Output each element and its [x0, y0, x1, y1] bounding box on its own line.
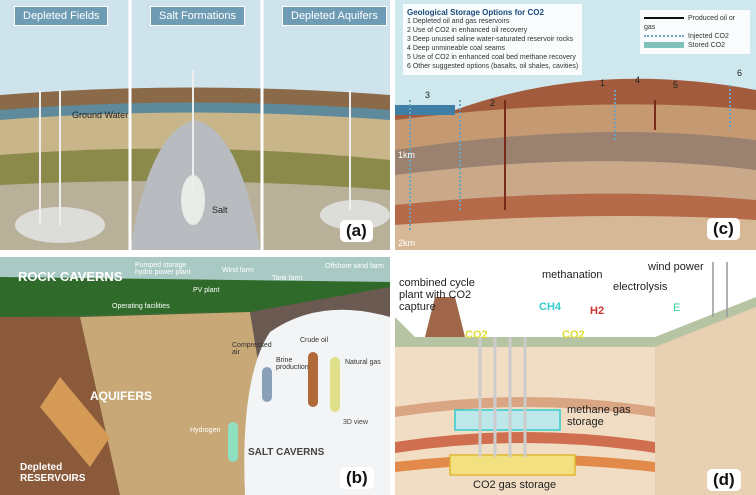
- depth-2km: 2km: [398, 238, 416, 248]
- well-number: 3: [425, 90, 431, 100]
- tab-depleted-aquifers: Depleted Aquifers: [282, 6, 387, 26]
- natural-gas-label: Natural gas: [345, 359, 381, 366]
- electrolysis-label: electrolysis: [613, 281, 668, 293]
- ch4-label: CH4: [539, 301, 562, 313]
- panel-label-a: (a): [340, 220, 373, 242]
- h2-label: H2: [590, 305, 605, 317]
- legend-stored: Stored CO2: [644, 41, 746, 50]
- panel-label-b: (b): [340, 467, 374, 489]
- tab-salt-formations: Salt Formations: [150, 6, 246, 26]
- well-number: 1: [600, 78, 606, 88]
- compressed-air-label: Compressed air: [232, 342, 272, 356]
- pumped-storage-label: Pumped storage hydro power plant: [135, 262, 191, 276]
- panel-label-c: (c): [707, 218, 740, 240]
- co2-storage-label: CO2 gas storage: [473, 479, 557, 491]
- e-label: E: [673, 302, 681, 314]
- offshore-wind-label: Offshore wind farm: [325, 263, 385, 270]
- methane-storage-label: methane gas storage: [567, 404, 631, 428]
- methanation-label: methanation: [542, 269, 603, 281]
- panel-c: Geological Storage Options for CO2 1 Dep…: [395, 0, 756, 250]
- option-item: 5 Use of CO2 in enhanced coal bed methan…: [407, 54, 576, 61]
- pv-plant-label: PV plant: [193, 287, 220, 294]
- tank-farm-label: Tank farm: [272, 275, 303, 282]
- hydrogen-label: Hydrogen: [190, 427, 221, 434]
- panel-d: combined cycle plant with CO2 capture me…: [395, 257, 756, 495]
- well-number: 5: [673, 80, 679, 90]
- wind-power-label: wind power: [648, 261, 704, 273]
- panel-d-illustration: [395, 262, 756, 495]
- delta-e-label: ΔE: [503, 315, 518, 327]
- ground-water-label: Ground Water: [72, 110, 129, 120]
- legend-produced: Produced oil or gas: [644, 15, 736, 31]
- option-item: 1 Depleted oil and gas reservoirs: [407, 18, 510, 25]
- depth-1km: 1km: [398, 150, 416, 160]
- option-item: 3 Deep unused saline water-saturated res…: [407, 36, 574, 43]
- panel-b: ROCK CAVERNS Pumped storage hydro power …: [0, 257, 390, 495]
- co2-label: CO2: [465, 329, 488, 341]
- crude-oil-label: Crude oil: [300, 337, 329, 344]
- combined-cycle-plant-label: combined cycle plant with CO2 capture: [399, 277, 475, 313]
- panel-b-illustration: [0, 257, 390, 495]
- storage-options-list: Geological Storage Options for CO2 1 Dep…: [403, 4, 583, 75]
- co2-label: CO2: [562, 329, 585, 341]
- 3d-view-label: 3D view: [343, 419, 368, 426]
- salt-label: Salt: [212, 205, 228, 215]
- rock-caverns-label: ROCK CAVERNS: [18, 269, 123, 284]
- storage-options-title: Geological Storage Options for CO2: [407, 8, 544, 17]
- legend: Produced oil or gas Injected CO2 Stored …: [640, 10, 750, 54]
- brine-label: Brine production: [276, 357, 309, 371]
- aquifers-label: AQUIFERS: [90, 389, 153, 403]
- panel-label-d: (d): [707, 469, 741, 491]
- tab-depleted-fields: Depleted Fields: [14, 6, 109, 26]
- operating-facilities-label: Operating facilities: [112, 303, 170, 310]
- well-number: 6: [737, 68, 743, 78]
- panel-a: Depleted Fields Salt Formations Depleted…: [0, 0, 390, 250]
- well-number: 4: [635, 75, 641, 85]
- option-item: 6 Other suggested options (basalts, oil …: [407, 63, 579, 70]
- panel-a-illustration: [0, 0, 390, 250]
- option-item: 2 Use of CO2 in enhanced oil recovery: [407, 27, 528, 34]
- salt-caverns-label: SALT CAVERNS: [248, 447, 325, 458]
- wind-farm-label: Wind farm: [222, 267, 254, 274]
- well-number: 2: [490, 98, 496, 108]
- option-item: 4 Deep unmineable coal seams: [407, 45, 506, 52]
- panel-c-illustration: [395, 78, 756, 250]
- depleted-reservoirs-label: Depleted RESERVOIRS: [20, 462, 86, 484]
- legend-injected: Injected CO2: [644, 32, 746, 41]
